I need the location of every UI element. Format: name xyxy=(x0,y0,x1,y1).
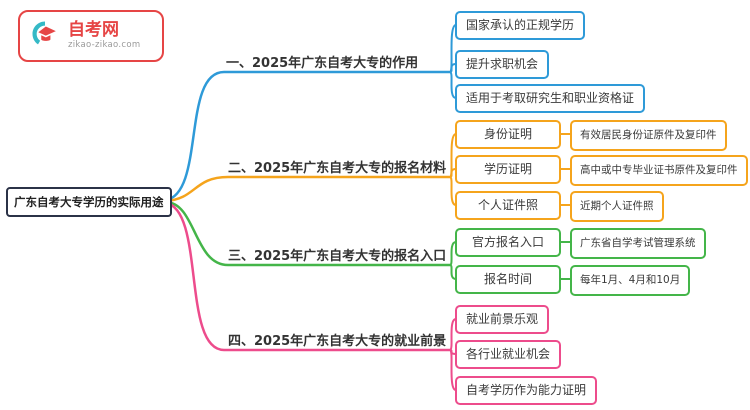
connector-b2-c3 xyxy=(449,176,457,206)
branch-2-child-1: 身份证明 xyxy=(455,120,561,149)
logo-site-url: zikao-zikao.com xyxy=(68,39,141,50)
connector-root-branch3 xyxy=(164,200,452,267)
branch-2-label: 二、2025年广东自考大专的报名材料 xyxy=(228,161,447,176)
branch-4-child-3: 自考学历作为能力证明 xyxy=(455,376,598,405)
branch-1-label: 一、2025年广东自考大专的作用 xyxy=(226,56,419,71)
branch-3-detail-1: 广东省自学考试管理系统 xyxy=(570,228,706,259)
branch-1-child-2: 提升求职机会 xyxy=(455,50,550,79)
connector-b3-c2 xyxy=(449,264,457,280)
connector-b1-c3 xyxy=(449,71,457,99)
root-topic: 广东自考大专学历的实际用途 xyxy=(6,187,172,217)
branch-3-label: 三、2025年广东自考大专的报名入口 xyxy=(228,249,447,264)
branch-2-detail-2: 高中或中专毕业证书原件及复印件 xyxy=(570,155,748,186)
branch-4-child-1: 就业前景乐观 xyxy=(455,305,550,334)
branch-4-label: 四、2025年广东自考大专的就业前景 xyxy=(228,334,447,349)
site-logo: 自考网 zikao-zikao.com xyxy=(18,10,164,62)
logo-title: 自考网 xyxy=(68,20,119,41)
connector-root-branch1 xyxy=(164,70,452,202)
branch-4-child-2: 各行业就业机会 xyxy=(455,340,562,369)
branch-1-child-1: 国家承认的正规学历 xyxy=(455,11,586,40)
branch-2-child-3: 个人证件照 xyxy=(455,191,561,220)
branch-2-child-2: 学历证明 xyxy=(455,155,561,184)
connector-b4-c3 xyxy=(449,349,457,391)
branch-2-detail-1: 有效居民身份证原件及复印件 xyxy=(570,120,727,151)
connector-root-branch4 xyxy=(164,201,452,352)
branch-1-child-3: 适用于考取研究生和职业资格证 xyxy=(455,84,646,113)
branch-3-child-1: 官方报名入口 xyxy=(455,228,561,257)
graduation-cap-icon xyxy=(30,19,60,53)
branch-3-detail-2: 每年1月、4月和10月 xyxy=(570,265,691,296)
connector-root-branch2 xyxy=(164,175,452,203)
branch-3-child-2: 报名时间 xyxy=(455,265,561,294)
branch-2-detail-3: 近期个人证件照 xyxy=(570,191,664,222)
